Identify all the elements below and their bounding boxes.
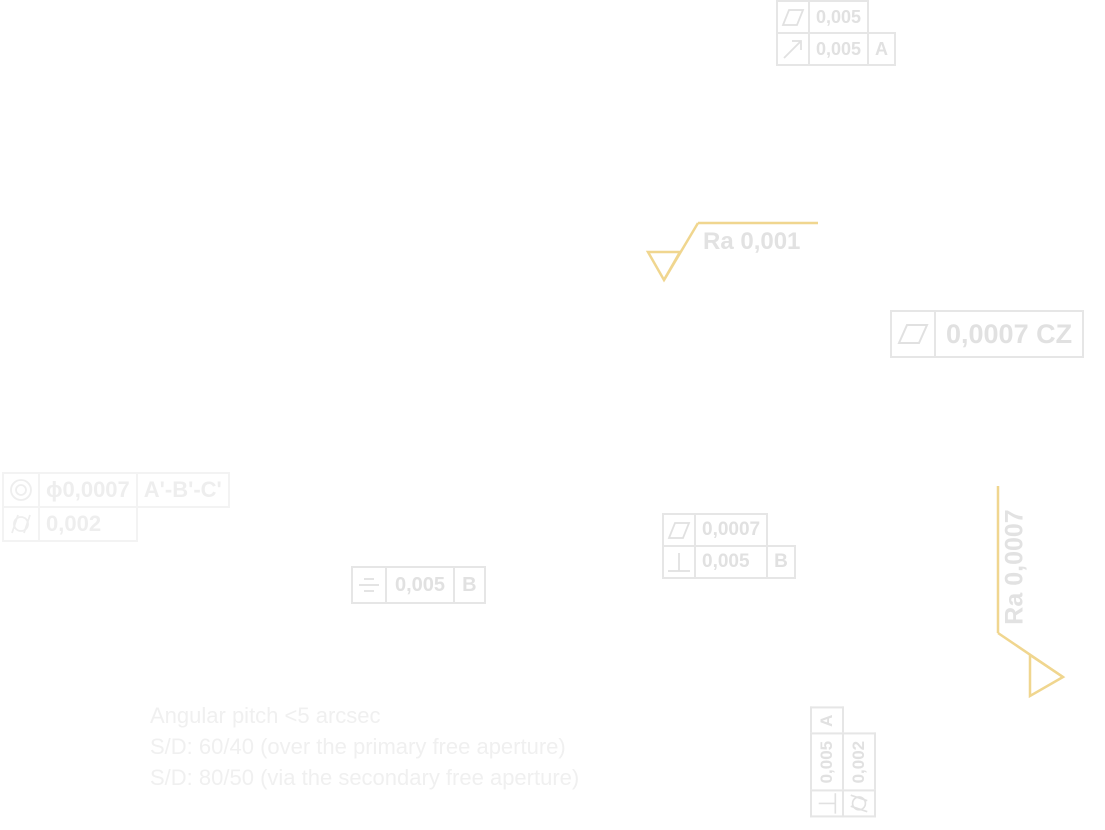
feature-control-frame-top: 0,005 0,005 A	[776, 0, 897, 66]
datum-reference: A	[811, 707, 843, 734]
cylindricity-icon	[2, 506, 40, 542]
feature-control-frame-flatness: 0,0007 CZ	[890, 310, 1085, 358]
datum-reference: A'-B'-C'	[135, 472, 230, 508]
perpendicularity-icon	[662, 545, 696, 579]
cylindricity-icon	[843, 790, 875, 817]
tolerance-value: 0,0007	[693, 513, 769, 547]
fcf-row: 0,005	[776, 0, 895, 34]
tolerance-value: 0,0007 CZ	[933, 310, 1085, 358]
datum-reference: B	[453, 566, 486, 604]
surface-finish-label-top: Ra 0,001	[703, 228, 801, 255]
fcf-row: 0,002	[843, 708, 875, 817]
tolerance-value: 0,005	[807, 32, 870, 66]
flatness-icon	[662, 513, 696, 547]
fcf-row: 0,0007	[662, 513, 795, 547]
tolerance-value: 0,005	[384, 566, 456, 604]
feature-control-frame-left: ϕ0,0007 A'-B'-C' 0,002	[2, 472, 230, 542]
fcf-row: ϕ0,0007 A'-B'-C'	[2, 472, 230, 508]
feature-control-frame-center: 0,0007 0,005 B	[662, 513, 796, 579]
surface-finish-label-right: Ra 0,0007	[1000, 509, 1029, 625]
tolerance-value: 0,005	[811, 733, 843, 791]
surface-finish-symbol-right	[996, 486, 1066, 699]
fcf-row: 0,005 B	[662, 545, 796, 579]
fcf-row: 0,005 A	[776, 32, 897, 66]
feature-control-frame-symmetry: 0,005 B	[351, 566, 486, 604]
fcf-row: 0,005 B	[351, 566, 486, 604]
note-scratch-dig-secondary: S/D: 80/50 (via the secondary free apert…	[150, 765, 580, 790]
tolerance-value: 0,002	[38, 506, 138, 542]
fcf-row: 0,005 A	[811, 707, 843, 817]
flatness-icon	[890, 310, 936, 358]
surface-finish-symbol-top	[645, 221, 818, 283]
tolerance-value: 0,005	[807, 0, 870, 34]
fcf-row: 0,002	[2, 506, 229, 542]
note-scratch-dig-primary: S/D: 60/40 (over the primary free apertu…	[150, 734, 566, 759]
drawing-notes: Angular pitch <5 arcsec S/D: 60/40 (over…	[150, 700, 579, 793]
tolerance-value: 0,005	[693, 545, 769, 579]
datum-reference: A	[867, 32, 897, 66]
circular-runout-icon	[776, 32, 810, 66]
flatness-icon	[776, 0, 810, 34]
fcf-row: 0,0007 CZ	[890, 310, 1085, 358]
concentricity-icon	[2, 472, 40, 508]
note-angular-pitch: Angular pitch <5 arcsec	[150, 703, 381, 728]
datum-reference: B	[766, 545, 796, 579]
feature-control-frame-bottom: 0,005 A 0,002	[810, 707, 876, 818]
tolerance-value: 0,002	[843, 733, 875, 791]
perpendicularity-icon	[811, 790, 843, 817]
symmetry-icon	[351, 566, 387, 604]
tolerance-value: ϕ0,0007	[38, 472, 138, 508]
